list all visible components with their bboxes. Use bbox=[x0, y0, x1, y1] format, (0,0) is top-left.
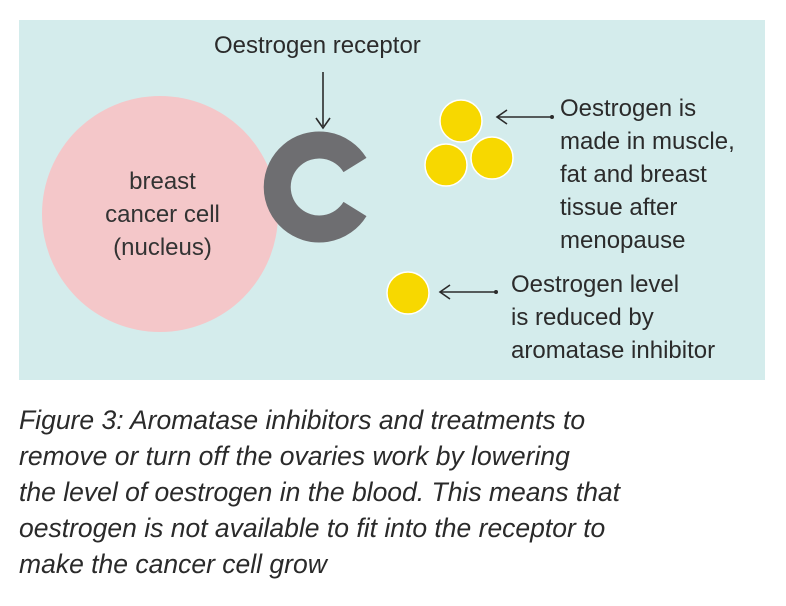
caption-line: make the cancer cell grow bbox=[19, 549, 327, 579]
oestrogen-molecule-reduced bbox=[386, 271, 430, 315]
caption-line: remove or turn off the ovaries work by l… bbox=[19, 441, 570, 471]
oestrogen-level-label: Oestrogen level is reduced by aromatase … bbox=[511, 268, 715, 367]
oestrogen-made-label-line: tissue after bbox=[560, 194, 678, 221]
caption-line: oestrogen is not available to fit into t… bbox=[19, 513, 606, 543]
oestrogen-level-arrow-dot bbox=[494, 290, 498, 294]
cancer-cell-shape bbox=[42, 96, 278, 332]
cancer-cell-label: breast cancer cell (nucleus) bbox=[55, 165, 270, 264]
oestrogen-made-label-line: menopause bbox=[560, 227, 686, 254]
oestrogen-level-label-line: is reduced by bbox=[511, 304, 654, 331]
receptor-arrow-head bbox=[315, 117, 331, 130]
oestrogen-molecule bbox=[470, 136, 514, 180]
cancer-cell-label-line: breast bbox=[129, 168, 196, 195]
figure-caption: Figure 3: Aromatase inhibitors and treat… bbox=[19, 402, 759, 582]
caption-line: Figure 3: Aromatase inhibitors and treat… bbox=[19, 405, 586, 435]
oestrogen-level-label-line: aromatase inhibitor bbox=[511, 337, 716, 364]
oestrogen-molecule bbox=[424, 143, 468, 187]
oestrogen-made-arrow-dot bbox=[550, 115, 554, 119]
cancer-cell-label-line: (nucleus) bbox=[113, 234, 212, 261]
oestrogen-receptor-shape bbox=[263, 131, 367, 243]
oestrogen-made-label-line: Oestrogen is bbox=[560, 95, 697, 122]
oestrogen-made-label-line: made in muscle, bbox=[560, 128, 735, 155]
oestrogen-made-label-line: fat and breast bbox=[560, 161, 707, 188]
oestrogen-level-arrow-head bbox=[438, 284, 451, 300]
oestrogen-made-arrow-head bbox=[495, 109, 508, 125]
oestrogen-molecule bbox=[439, 99, 483, 143]
receptor-label: Oestrogen receptor bbox=[214, 32, 421, 59]
caption-line: the level of oestrogen in the blood. Thi… bbox=[19, 477, 621, 507]
oestrogen-level-label-line: Oestrogen level bbox=[511, 271, 680, 298]
cancer-cell-label-line: cancer cell bbox=[105, 201, 220, 228]
oestrogen-made-label: Oestrogen is made in muscle, fat and bre… bbox=[560, 92, 735, 257]
